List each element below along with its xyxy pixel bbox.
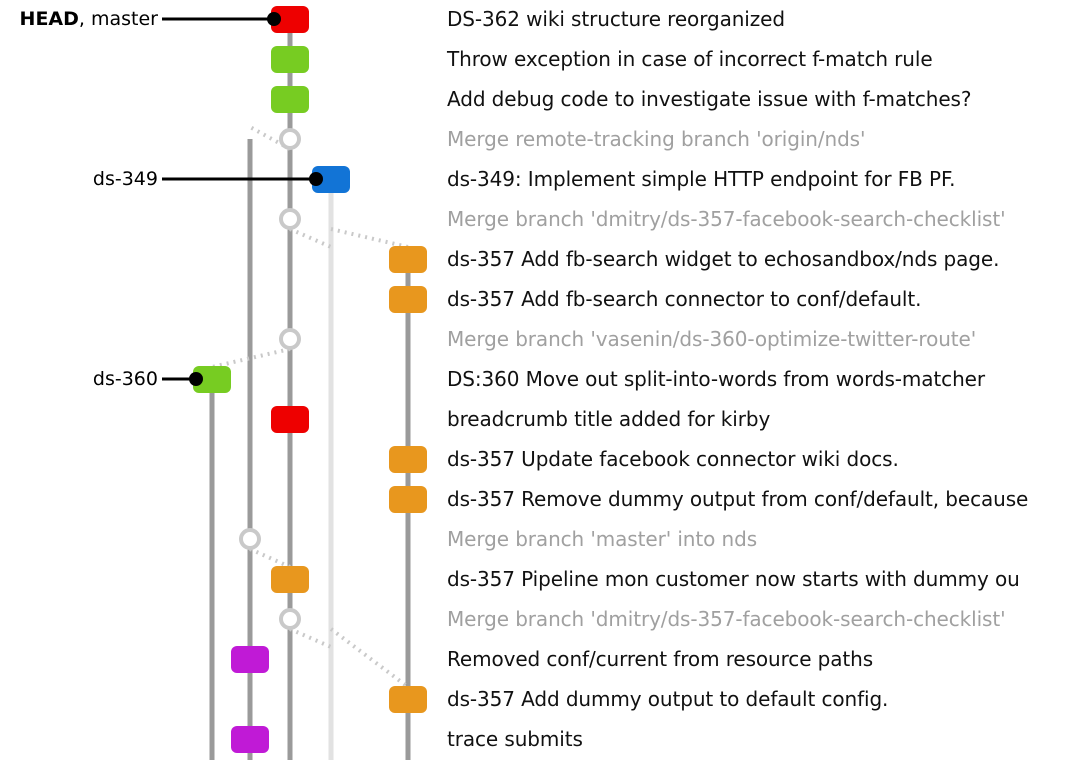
commit-message[interactable]: ds-357 Pipeline mon customer now starts … [447, 567, 1020, 591]
merge-commit-message[interactable]: Merge branch 'dmitry/ds-357-facebook-sea… [447, 207, 1006, 231]
connector-row15-to-lane3 [289, 627, 332, 649]
commit-node[interactable] [271, 566, 309, 593]
ref-label-text: ds-360 [92, 368, 158, 390]
commit-node-merge[interactable] [279, 128, 301, 150]
commit-message[interactable]: Removed conf/current from resource paths [447, 647, 874, 671]
ref-label-text: , master [78, 8, 158, 30]
connector-row13-to-lane2 [249, 547, 291, 569]
ref-label-ds-349[interactable]: ds-349 [93, 167, 158, 191]
commit-node-merge[interactable] [239, 528, 261, 550]
commit-message[interactable]: breadcrumb title added for kirby [447, 407, 771, 431]
merge-commit-message[interactable]: Merge remote-tracking branch 'origin/nds… [447, 127, 866, 151]
ref-anchor-dot [189, 372, 203, 386]
commit-node[interactable] [389, 446, 427, 473]
ref-label-ds-360[interactable]: ds-360 [93, 367, 158, 391]
commit-node[interactable] [271, 6, 309, 33]
commit-message[interactable]: ds-357 Remove dummy output from conf/def… [447, 487, 1029, 511]
ref-anchor-dot [309, 172, 323, 186]
merge-commit-message[interactable]: Merge branch 'vasenin/ds-360-optimize-tw… [447, 327, 977, 351]
ref-label-text: ds-349 [92, 168, 158, 190]
commit-node[interactable] [231, 646, 269, 673]
commit-message[interactable]: DS-362 wiki structure reorganized [447, 7, 785, 31]
commit-node-merge[interactable] [279, 208, 301, 230]
commit-node[interactable] [271, 406, 309, 433]
commit-node[interactable] [389, 486, 427, 513]
ref-label-bold: HEAD [19, 8, 79, 30]
commit-message[interactable]: ds-357 Add fb-search connector to conf/d… [447, 287, 922, 311]
commit-node-merge[interactable] [279, 608, 301, 630]
commit-node[interactable] [389, 286, 427, 313]
commit-node[interactable] [389, 686, 427, 713]
commit-node-merge[interactable] [279, 328, 301, 350]
commit-message[interactable]: ds-349: Implement simple HTTP endpoint f… [447, 167, 956, 191]
merge-commit-message[interactable]: Merge branch 'master' into nds [447, 527, 758, 551]
ref-label-head-master[interactable]: HEAD, master [20, 7, 158, 31]
ref-anchor-dot [267, 12, 281, 26]
commit-message[interactable]: Add debug code to investigate issue with… [447, 87, 972, 111]
commit-message[interactable]: trace submits [447, 727, 583, 751]
commit-message[interactable]: DS:360 Move out split-into-words from wo… [447, 367, 985, 391]
commit-node[interactable] [271, 86, 309, 113]
connector-row5-to-lane3 [289, 227, 332, 249]
commit-node[interactable] [193, 366, 231, 393]
commit-node[interactable] [271, 46, 309, 73]
merge-commit-message[interactable]: Merge branch 'dmitry/ds-357-facebook-sea… [447, 607, 1006, 631]
commit-node[interactable] [389, 246, 427, 273]
commit-message[interactable]: ds-357 Update facebook connector wiki do… [447, 447, 899, 471]
commit-message[interactable]: ds-357 Add dummy output to default confi… [447, 687, 889, 711]
commit-message[interactable]: ds-357 Add fb-search widget to echosandb… [447, 247, 1000, 271]
commit-node[interactable] [312, 166, 350, 193]
commit-node[interactable] [231, 726, 269, 753]
commit-message[interactable]: Throw exception in case of incorrect f-m… [447, 47, 933, 71]
